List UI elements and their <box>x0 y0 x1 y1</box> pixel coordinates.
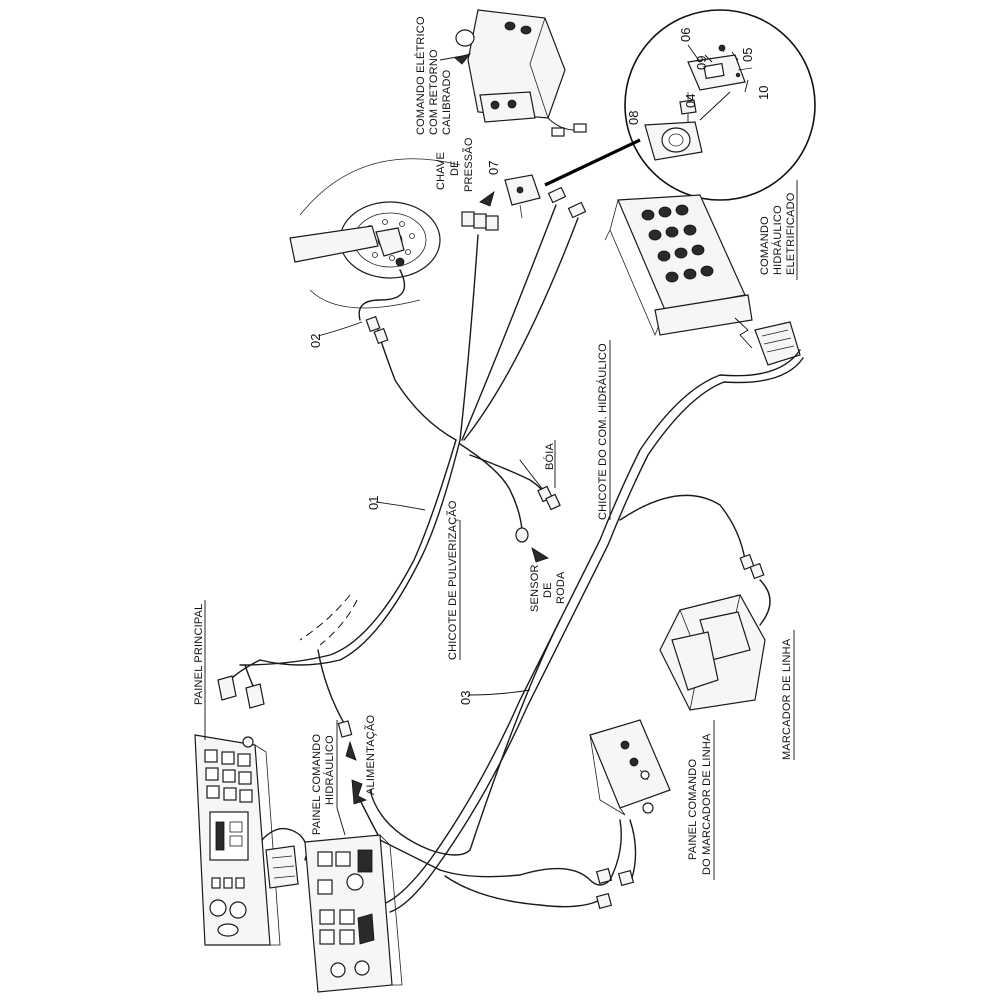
callout-04: 04 <box>683 94 698 108</box>
connector-cluster <box>461 186 587 231</box>
wheel-assembly <box>289 158 461 309</box>
valve-spools <box>641 204 714 283</box>
hydraulic-control-valve <box>604 194 753 349</box>
label-chave-pressao-line2: DE <box>449 160 461 176</box>
detail-circle <box>624 9 816 201</box>
label-marcador-linha: MARCADOR DE LINHA <box>781 638 793 760</box>
callout-06: 06 <box>678 28 693 42</box>
power-supply-arrows <box>345 740 379 836</box>
float-sensor-connectors <box>537 440 561 511</box>
label-painel-hidraulico-line1: PAINEL COMANDO <box>311 734 323 835</box>
panel-interconnect <box>261 827 308 889</box>
spray-harness <box>217 204 579 738</box>
label-painel-principal: PAINEL PRINCIPAL <box>193 604 205 705</box>
label-chicote-pulverizacao: CHICOTE DE PULVERIZAÇÃO <box>446 500 459 660</box>
electric-control-unit <box>439 9 587 137</box>
label-sensor-roda-line1: SENSOR <box>529 564 541 612</box>
label-painel-hidraulico-line2: HIDRÁULICO <box>323 735 336 805</box>
hydraulic-plug <box>754 321 801 366</box>
label-painel-marcador-line1: PAINEL COMANDO <box>687 759 699 860</box>
main-panel <box>194 734 281 946</box>
label-comando-eletrico-line3: CALIBRADO <box>441 69 453 135</box>
label-chave-pressao-line1: CHAVE <box>435 152 447 190</box>
line-marker-control-panel <box>589 719 671 816</box>
callout-02: 02 <box>308 334 323 348</box>
label-chave-pressao: CHAVE DE PRESSÃO <box>435 137 475 192</box>
label-sensor-roda-line3: RODA <box>555 571 567 604</box>
callout-03: 03 <box>458 691 473 705</box>
label-alimentacao: ALIMENTAÇÃO <box>364 715 377 795</box>
main-panel-switches <box>204 749 253 803</box>
label-comando-eletrico-line2: COM RETORNO <box>428 49 440 135</box>
label-chave-pressao-line3: PRESSÃO <box>462 137 475 192</box>
label-comando-eletrico: COMANDO ELÉTRICO COM RETORNO CALIBRADO <box>414 16 453 135</box>
hydraulic-harness <box>369 349 804 913</box>
wheel-sensor <box>515 527 549 563</box>
label-comando-eletrico-line1: COMANDO ELÉTRICO <box>414 16 427 135</box>
callout-07: 07 <box>486 161 501 175</box>
label-chicote-com-hidraulico: CHICOTE DO COM. HIDRÁULICO <box>596 343 609 520</box>
label-boia: BÓIA <box>543 442 556 470</box>
label-comando-hidraulico-line1: COMANDO <box>759 216 771 275</box>
callout-10: 10 <box>756 86 771 100</box>
label-painel-hidraulico: PAINEL COMANDO HIDRÁULICO <box>311 720 346 836</box>
label-sensor-roda-line2: DE <box>542 582 554 598</box>
label-comando-hidraulico-line2: HIDRÁULICO <box>771 205 784 275</box>
label-painel-marcador-line2: DO MARCADOR DE LINHA <box>701 733 713 875</box>
callout-08: 08 <box>626 111 641 125</box>
line-marker-tank <box>659 594 766 711</box>
label-comando-hidraulico: COMANDO HIDRÁULICO ELETRIFICADO <box>759 180 798 280</box>
label-sensor-roda: SENSOR DE RODA <box>529 564 567 612</box>
pressure-switch <box>479 174 541 219</box>
hydraulic-control-panel <box>304 834 403 993</box>
callout-01: 01 <box>366 496 381 510</box>
label-painel-marcador: PAINEL COMANDO DO MARCADOR DE LINHA <box>687 720 715 880</box>
detail-pointer <box>544 138 641 187</box>
callout-09: 09 <box>694 56 709 70</box>
callout-05: 05 <box>740 48 755 62</box>
label-comando-hidraulico-line3: ELETRIFICADO <box>785 192 797 275</box>
